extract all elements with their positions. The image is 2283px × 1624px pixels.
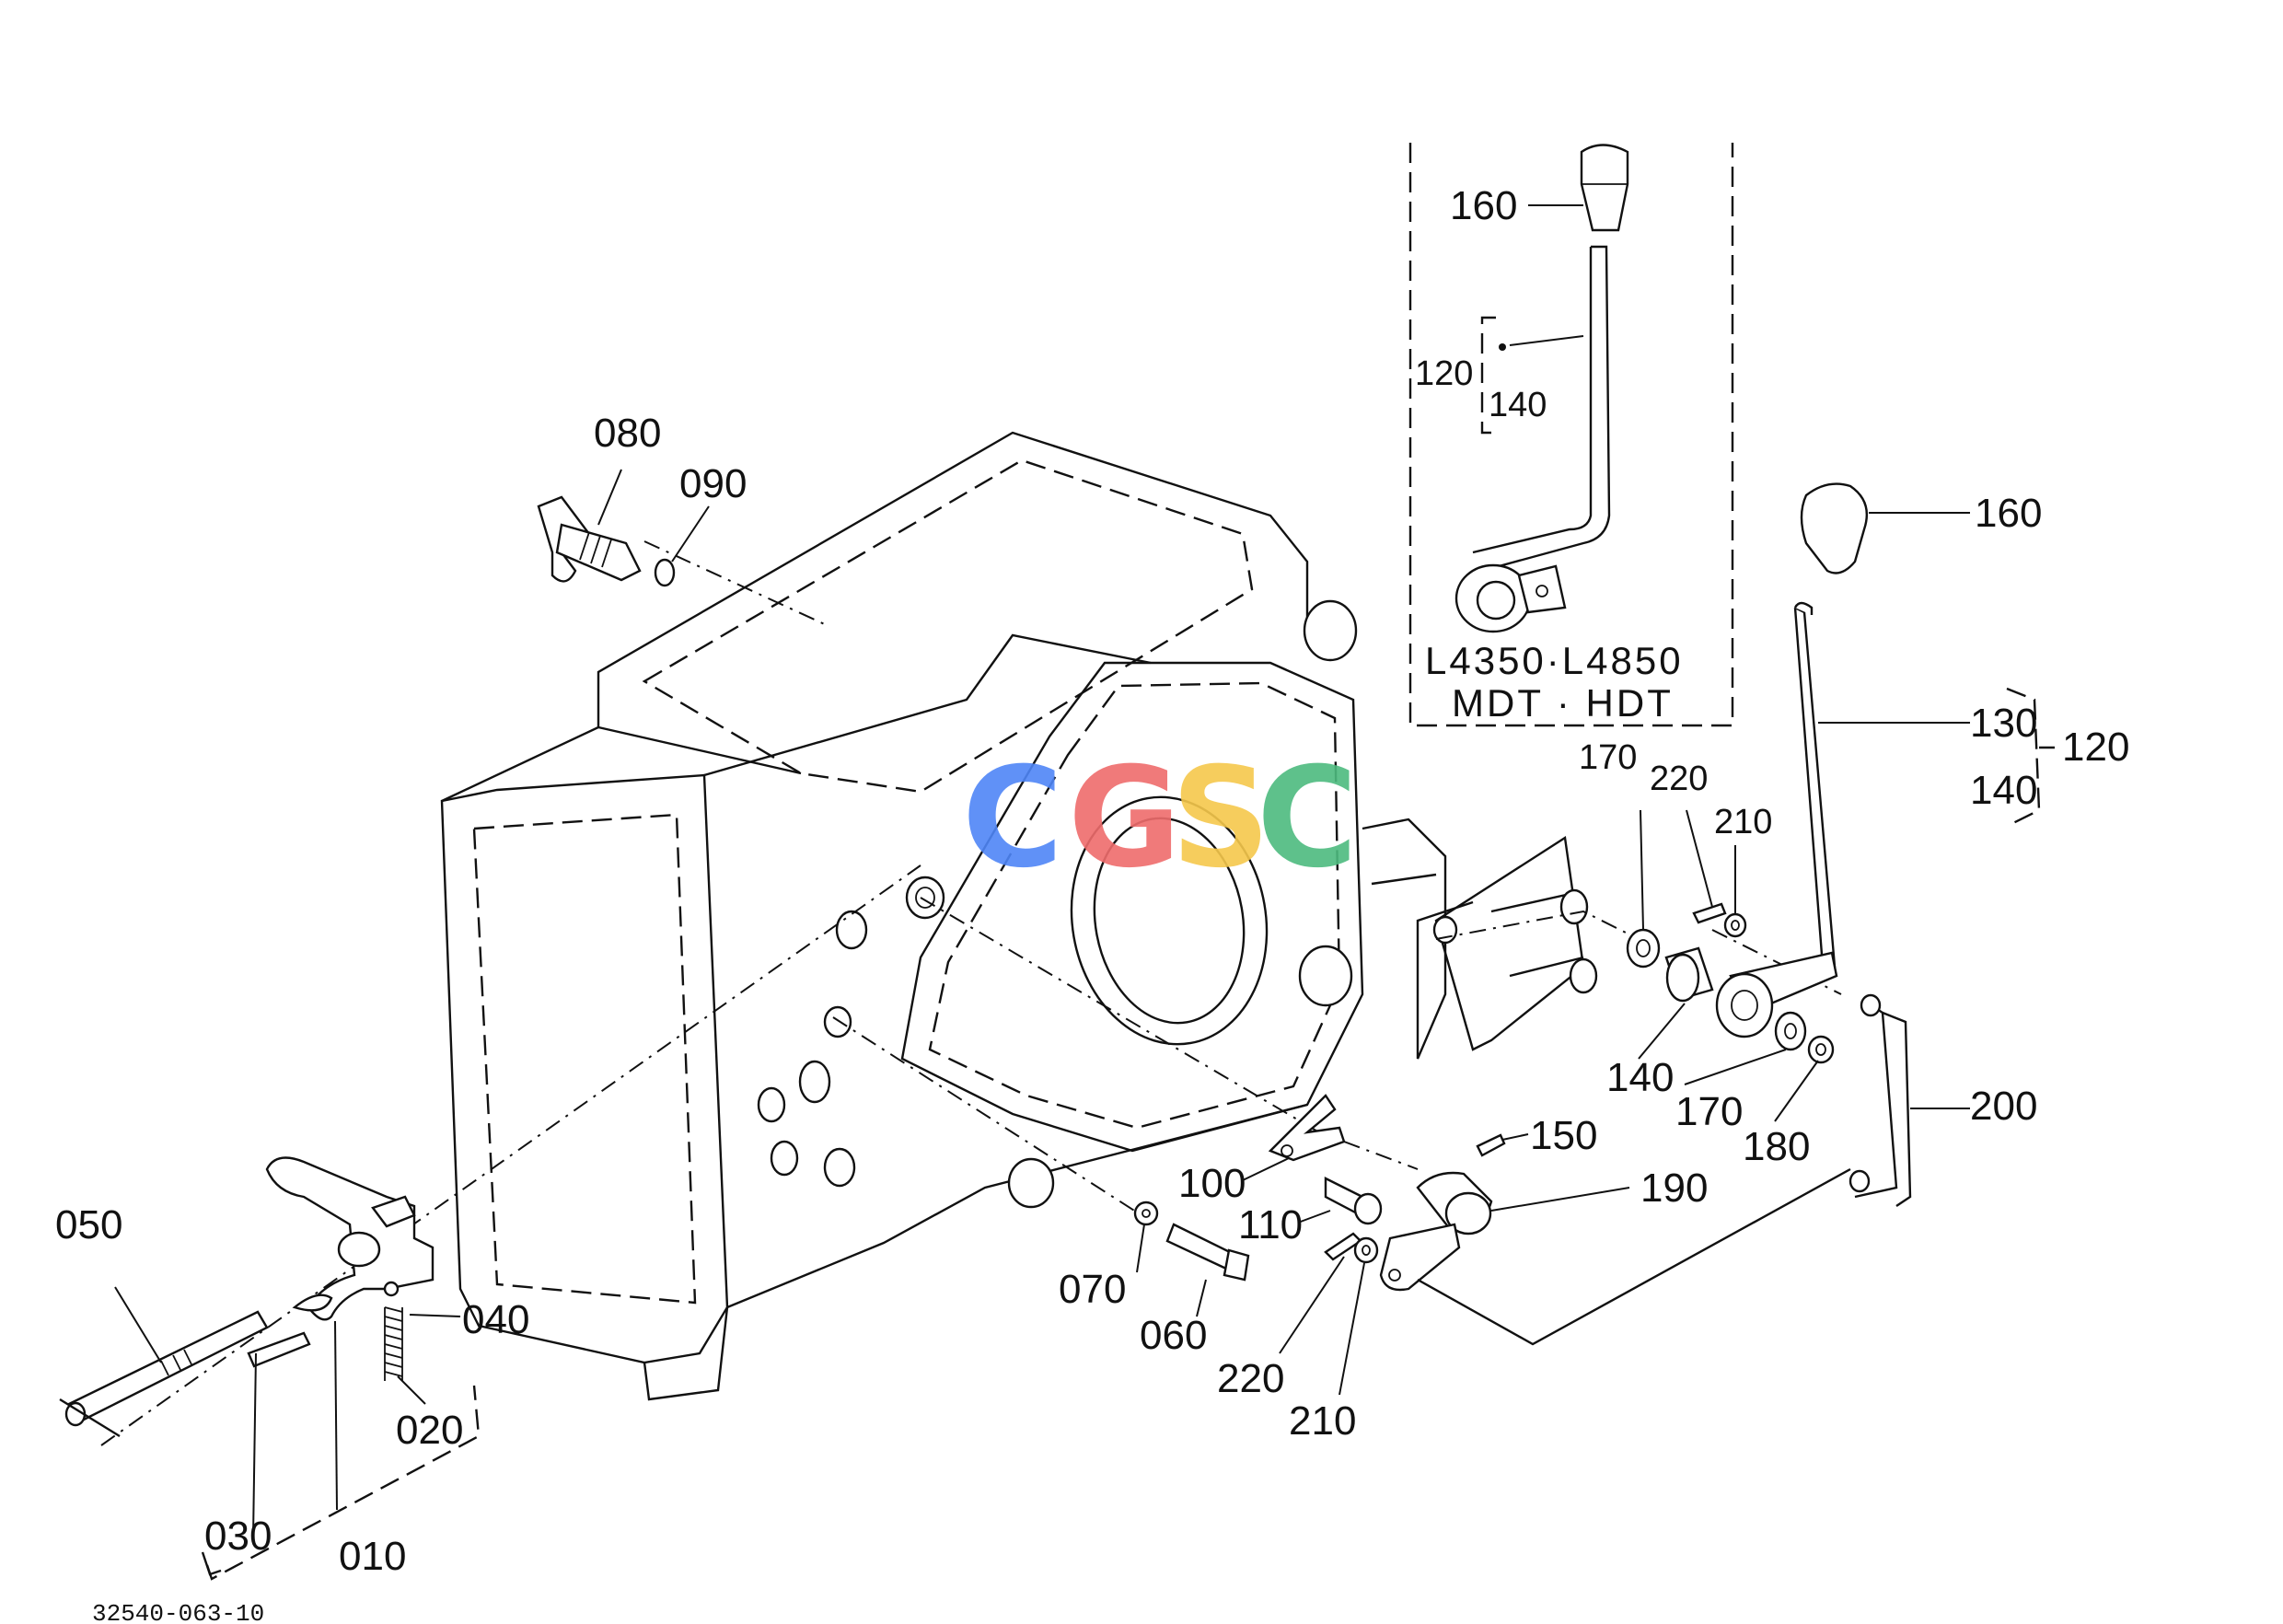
label-100: 100 xyxy=(1178,1161,1246,1206)
shift-fork-assembly xyxy=(59,1156,435,1438)
transmission-housing xyxy=(440,431,1598,1401)
label-160-inset: 160 xyxy=(1450,183,1517,228)
watermark-letter-3: S xyxy=(1171,738,1270,899)
label-020: 020 xyxy=(396,1408,463,1453)
label-110: 110 xyxy=(1238,1202,1303,1247)
label-170-low: 170 xyxy=(1675,1089,1743,1134)
label-090: 090 xyxy=(679,461,747,506)
shift-lever-assembly xyxy=(1626,482,1869,1064)
label-210-low: 210 xyxy=(1289,1398,1356,1444)
watermark-letter-4: C xyxy=(1257,738,1358,899)
watermark-logo: C G S C xyxy=(962,738,1358,899)
center-lines xyxy=(100,540,1842,1446)
label-140-bracket: 140 xyxy=(1970,768,2037,813)
label-140-low: 140 xyxy=(1606,1055,1674,1100)
part-labels: 080 090 050 040 020 030 010 070 060 100 … xyxy=(55,183,2129,1579)
watermark-letter-2: G xyxy=(1068,738,1181,899)
label-170-top: 170 xyxy=(1579,738,1637,777)
leader-lines xyxy=(114,204,1970,1538)
label-180: 180 xyxy=(1743,1124,1810,1169)
linkage-parts xyxy=(1133,993,1912,1346)
label-220-low: 220 xyxy=(1217,1356,1284,1401)
label-220-top: 220 xyxy=(1650,760,1708,798)
watermark-letter-1: C xyxy=(962,738,1063,899)
inset-model-line-2: MDT · HDT xyxy=(1452,681,1674,725)
bracket-marks xyxy=(201,316,2055,1581)
label-080: 080 xyxy=(594,411,661,456)
label-160: 160 xyxy=(1975,491,2042,536)
label-010: 010 xyxy=(339,1534,406,1579)
label-120: 120 xyxy=(2062,725,2129,770)
document-code: 32540-063-10 xyxy=(92,1600,264,1624)
label-050: 050 xyxy=(55,1202,122,1247)
label-190: 190 xyxy=(1640,1166,1708,1211)
label-070: 070 xyxy=(1059,1267,1126,1312)
label-060: 060 xyxy=(1140,1313,1207,1358)
inset-box xyxy=(1408,143,1734,727)
inset-model-line-1: L4350·L4850 xyxy=(1425,639,1684,682)
label-120-inset: 120 xyxy=(1415,354,1473,393)
label-130: 130 xyxy=(1970,701,2037,746)
detent-plug-assembly xyxy=(537,495,676,587)
label-030: 030 xyxy=(204,1514,272,1559)
label-210-top: 210 xyxy=(1714,803,1772,841)
label-200: 200 xyxy=(1970,1084,2037,1129)
label-150: 150 xyxy=(1530,1113,1597,1158)
label-140-inset: 140 xyxy=(1489,386,1547,424)
label-040: 040 xyxy=(462,1297,529,1342)
